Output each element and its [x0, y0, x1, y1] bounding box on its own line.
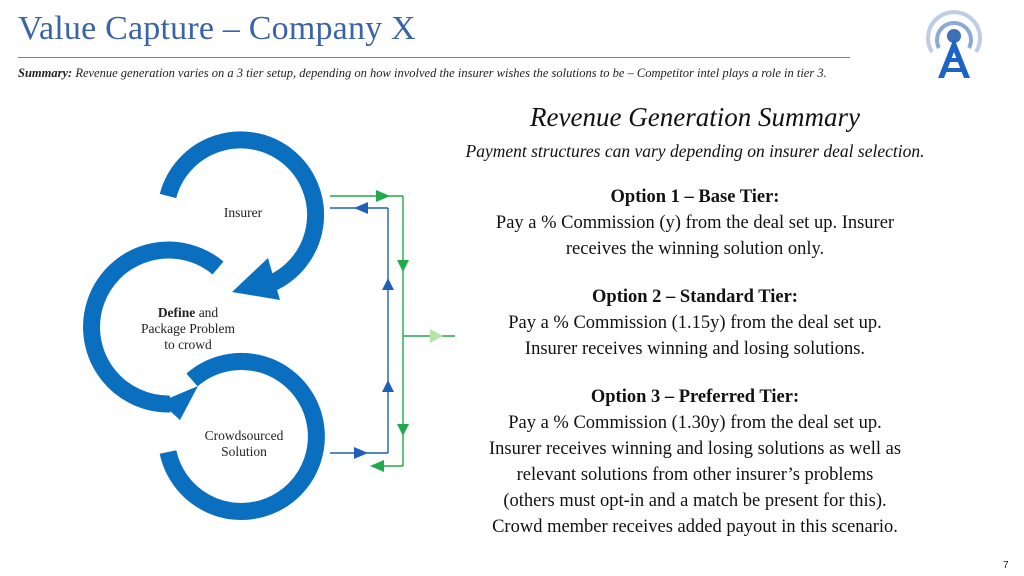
option-1-line: receives the winning solution only. — [565, 239, 825, 259]
option-3-line: Pay a % Commission (1.30y) from the deal… — [508, 413, 882, 433]
revenue-title: Revenue Generation Summary — [530, 102, 860, 132]
option-3-line: relevant solutions from other insurer’s … — [516, 465, 874, 485]
option-3-line: (others must opt-in and a match be prese… — [503, 491, 887, 511]
option-3-line: Insurer receives winning and losing solu… — [488, 439, 902, 459]
option-2-line: Insurer receives winning and losing solu… — [524, 339, 866, 359]
blue-arrow-up-2 — [382, 380, 394, 392]
blue-arrow-right-bottom — [354, 447, 368, 459]
title-divider — [18, 57, 850, 58]
summary-line: Summary: Revenue generation varies on a … — [18, 66, 827, 81]
green-arrow-down-1 — [397, 260, 409, 272]
option-1-heading: Option 1 – Base Tier: — [610, 187, 780, 207]
option-3-heading: Option 3 – Preferred Tier: — [590, 387, 800, 407]
define-arrowhead — [160, 386, 198, 420]
define-line-2: Package Problem — [140, 321, 236, 336]
slide-title: Value Capture – Company X — [18, 10, 416, 47]
green-arrow-down-2 — [397, 424, 409, 436]
option-2: Option 2 – Standard Tier: Pay a % Commis… — [460, 284, 930, 362]
summary-text: Revenue generation varies on a 3 tier se… — [72, 66, 827, 80]
option-2-line: Pay a % Commission (1.15y) from the deal… — [508, 313, 882, 333]
define-cycle-arc — [83, 241, 224, 413]
crowd-line-2: Solution — [221, 444, 267, 459]
page-number: 7 — [1003, 560, 1009, 571]
insurer-cycle-arc — [159, 131, 325, 291]
insurer-arrowhead — [232, 258, 280, 300]
option-3: Option 3 – Preferred Tier: Pay a % Commi… — [460, 384, 930, 540]
blue-arrow-left-top — [354, 202, 368, 214]
insurer-label: Insurer — [223, 205, 263, 220]
crowd-line-1: Crowdsourced — [204, 428, 284, 443]
option-3-line: Crowd member receives added payout in th… — [492, 517, 898, 537]
crowd-label: Crowdsourced Solution — [180, 428, 308, 460]
revenue-subtitle: Payment structures can vary depending on… — [465, 141, 925, 161]
green-arrow-right-top — [376, 190, 390, 202]
define-line-3: to crowd — [164, 337, 212, 352]
output-arrow-icon — [430, 329, 443, 343]
revenue-summary: Revenue Generation Summary Payment struc… — [460, 100, 930, 562]
crowd-cycle-arc — [159, 353, 325, 520]
green-arrow-left-bottom — [370, 460, 384, 472]
option-1-line: Pay a % Commission (y) from the deal set… — [495, 213, 895, 233]
option-1: Option 1 – Base Tier: Pay a % Commission… — [460, 184, 930, 262]
define-label: Define and Package Problem to crowd — [124, 305, 252, 353]
define-rest: and — [195, 305, 219, 320]
blue-arrow-up-1 — [382, 278, 394, 290]
tower-logo-icon — [926, 10, 982, 78]
option-2-heading: Option 2 – Standard Tier: — [592, 287, 798, 307]
define-bold: Define — [157, 305, 196, 320]
summary-label: Summary: — [18, 66, 73, 80]
